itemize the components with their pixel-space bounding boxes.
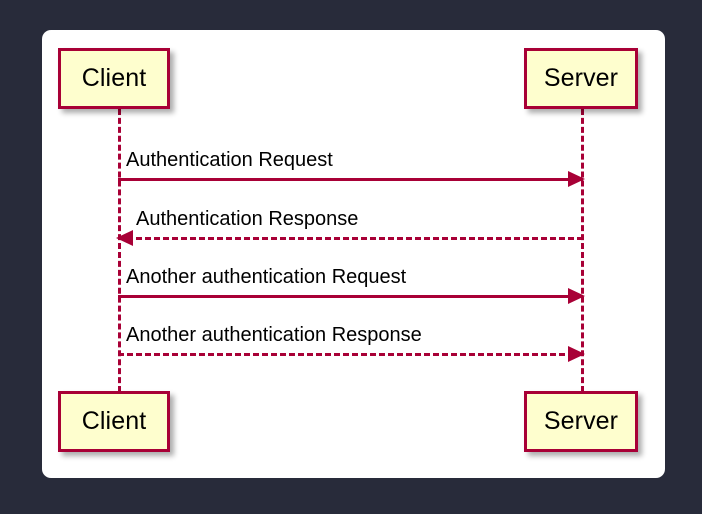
participant-client-bottom[interactable]: Client xyxy=(58,391,170,452)
arrowhead-left-icon xyxy=(116,230,133,246)
arrowhead-right-icon xyxy=(568,288,585,304)
arrowhead-right-icon xyxy=(568,346,585,362)
message-label: Another authentication Response xyxy=(126,324,422,346)
participant-label: Client xyxy=(81,64,147,92)
arrowhead-right-icon xyxy=(568,171,585,187)
message-line xyxy=(118,237,583,240)
participant-label: Server xyxy=(543,64,619,92)
lifeline-client xyxy=(118,109,121,392)
message-label: Another authentication Request xyxy=(126,266,407,288)
participant-client-top[interactable]: Client xyxy=(58,48,170,109)
message-line xyxy=(118,353,583,356)
lifeline-server xyxy=(581,109,584,392)
participant-label: Server xyxy=(543,407,619,435)
diagram-canvas: Client Server Authentication Request Aut… xyxy=(42,30,665,478)
participant-server-bottom[interactable]: Server xyxy=(524,391,638,452)
participant-server-top[interactable]: Server xyxy=(524,48,638,109)
message-label: Authentication Request xyxy=(126,149,333,171)
participant-label: Client xyxy=(81,407,147,435)
message-line xyxy=(118,178,583,181)
message-label: Authentication Response xyxy=(136,208,359,230)
message-line xyxy=(118,295,583,298)
